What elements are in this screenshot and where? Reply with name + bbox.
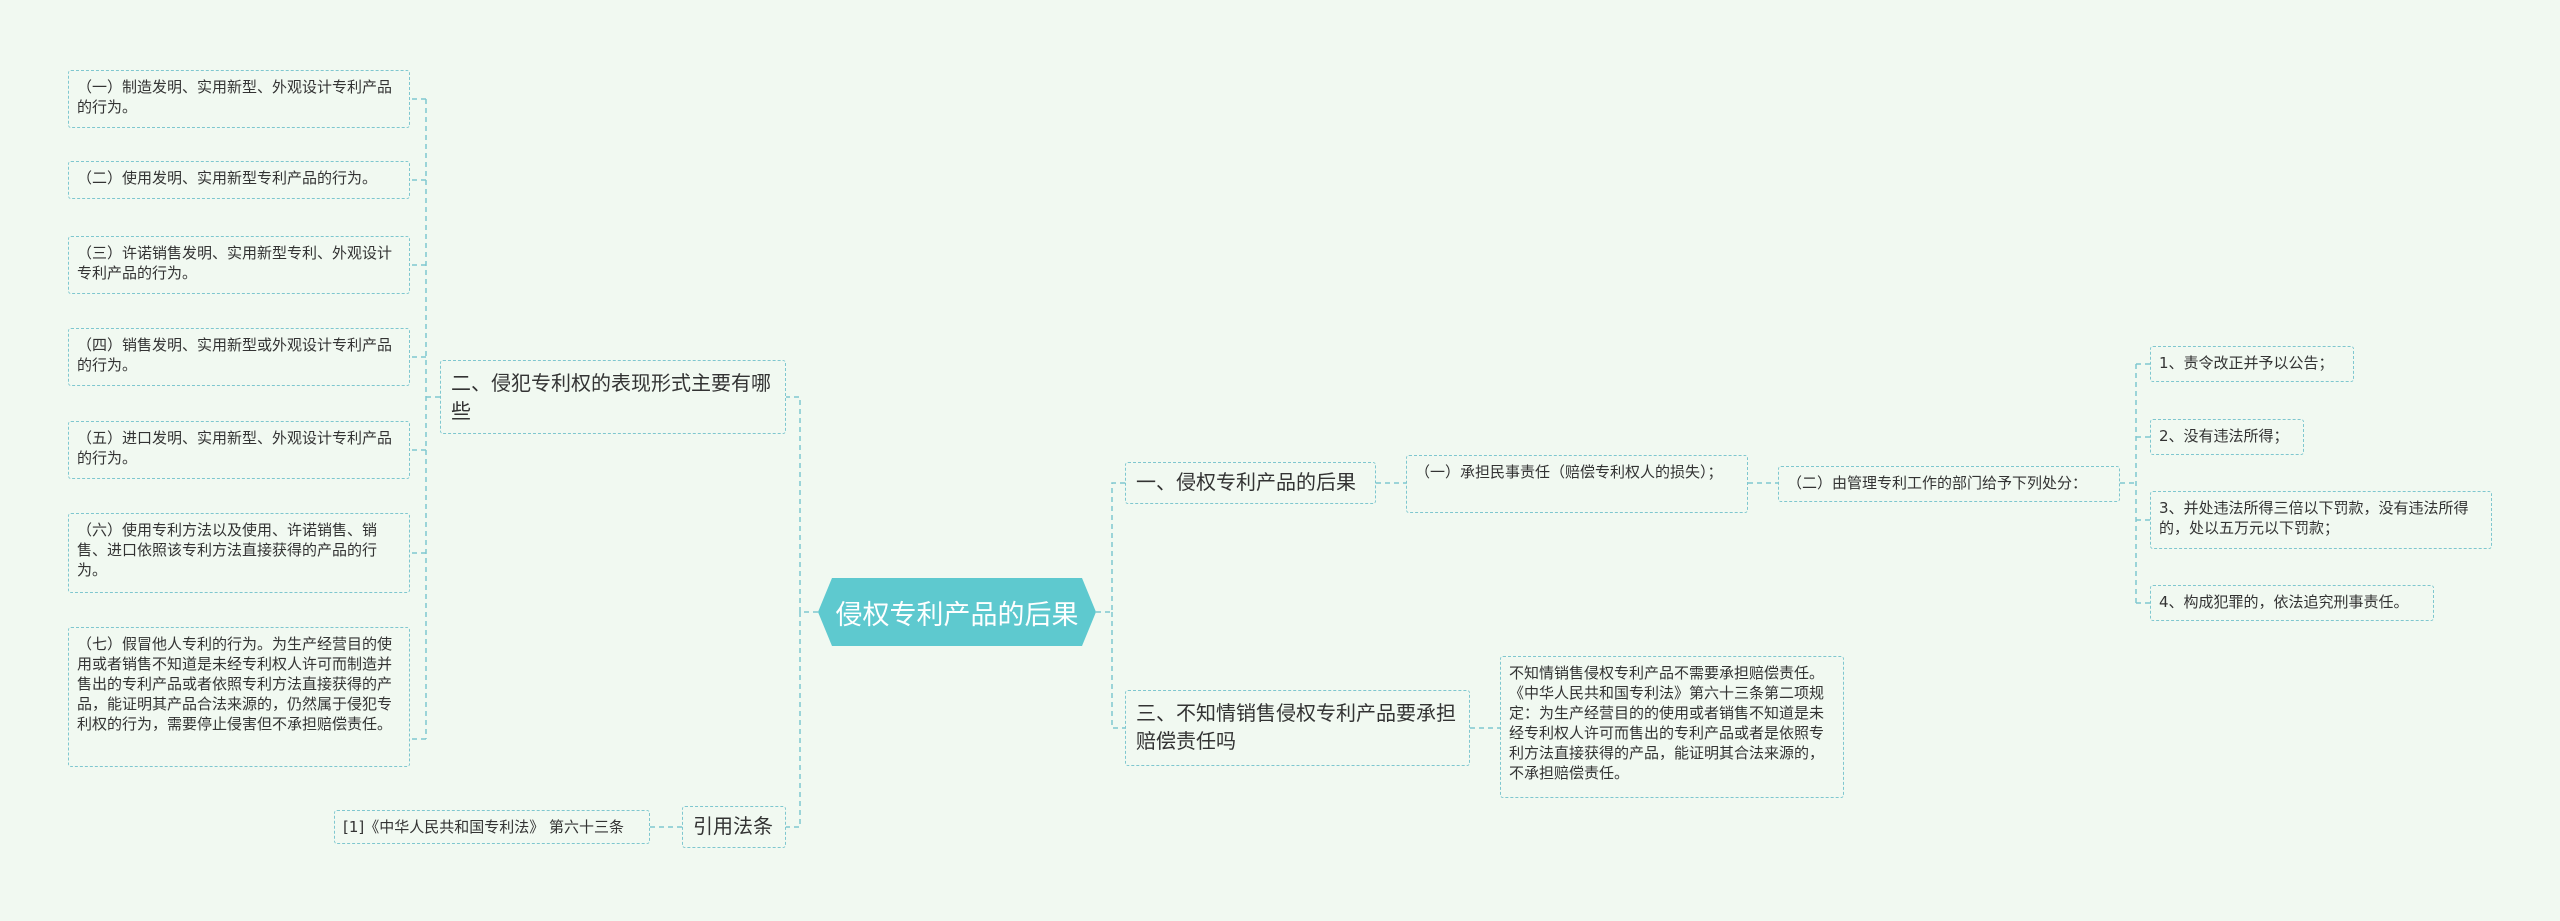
infringement-form-item-1-label: （一）制造发明、实用新型、外观设计专利产品的行为。 (77, 78, 393, 116)
central-topic[interactable]: 侵权专利产品的后果 (818, 578, 1096, 646)
unknowing-sale-detail-label: 不知情销售侵权专利产品不需要承担赔偿责任。《中华人民共和国专利法》第六十三条第二… (1509, 664, 1825, 782)
infringement-form-item-2-label: （二）使用发明、实用新型专利产品的行为。 (77, 169, 378, 187)
branch-infringement-forms[interactable]: 二、侵犯专利权的表现形式主要有哪些 (440, 360, 786, 434)
infringement-form-item-4-label: （四）销售发明、实用新型或外观设计专利产品的行为。 (77, 336, 393, 374)
penalty-item-3-label: 3、并处违法所得三倍以下罚款，没有违法所得的，处以五万元以下罚款； (2159, 499, 2469, 537)
branch-citation-label: 引用法条 (693, 814, 773, 838)
penalty-item-2[interactable]: 2、没有违法所得； (2150, 419, 2304, 455)
infringement-form-item-3-label: （三）许诺销售发明、实用新型专利、外观设计专利产品的行为。 (77, 244, 393, 282)
infringement-form-item-1[interactable]: （一）制造发明、实用新型、外观设计专利产品的行为。 (68, 70, 410, 128)
branch-infringement-forms-label: 二、侵犯专利权的表现形式主要有哪些 (451, 371, 771, 423)
citation-item-label: [1]《中华人民共和国专利法》 第六十三条 (343, 818, 625, 836)
penalty-item-3[interactable]: 3、并处违法所得三倍以下罚款，没有违法所得的，处以五万元以下罚款； (2150, 491, 2492, 549)
penalty-item-4[interactable]: 4、构成犯罪的，依法追究刑事责任。 (2150, 585, 2434, 621)
penalty-item-2-label: 2、没有违法所得； (2159, 427, 2289, 445)
infringement-form-item-3[interactable]: （三）许诺销售发明、实用新型专利、外观设计专利产品的行为。 (68, 236, 410, 294)
branch-unknowing-sale[interactable]: 三、不知情销售侵权专利产品要承担赔偿责任吗 (1125, 690, 1470, 766)
branch-consequences-label: 一、侵权专利产品的后果 (1136, 470, 1356, 494)
administrative-penalty-label: （二）由管理专利工作的部门给予下列处分： (1787, 474, 2088, 492)
infringement-form-item-6-label: （六）使用专利方法以及使用、许诺销售、销售、进口依照该专利方法直接获得的产品的行… (77, 521, 378, 579)
central-topic-label: 侵权专利产品的后果 (835, 599, 1079, 631)
civil-liability-node[interactable]: （一）承担民事责任（赔偿专利权人的损失）； (1406, 455, 1748, 513)
branch-consequences[interactable]: 一、侵权专利产品的后果 (1125, 462, 1376, 504)
penalty-item-1[interactable]: 1、责令改正并予以公告； (2150, 346, 2354, 382)
penalty-item-4-label: 4、构成犯罪的，依法追究刑事责任。 (2159, 593, 2409, 611)
infringement-form-item-4[interactable]: （四）销售发明、实用新型或外观设计专利产品的行为。 (68, 328, 410, 386)
infringement-form-item-5-label: （五）进口发明、实用新型、外观设计专利产品的行为。 (77, 429, 393, 467)
infringement-form-item-2[interactable]: （二）使用发明、实用新型专利产品的行为。 (68, 161, 410, 199)
penalty-item-1-label: 1、责令改正并予以公告； (2159, 354, 2334, 372)
infringement-form-item-7-label: （七）假冒他人专利的行为。为生产经营目的使用或者销售不知道是未经专利权人许可而制… (77, 635, 393, 733)
infringement-form-item-6[interactable]: （六）使用专利方法以及使用、许诺销售、销售、进口依照该专利方法直接获得的产品的行… (68, 513, 410, 593)
branch-citation[interactable]: 引用法条 (682, 806, 786, 848)
administrative-penalty-node[interactable]: （二）由管理专利工作的部门给予下列处分： (1778, 466, 2120, 502)
citation-item[interactable]: [1]《中华人民共和国专利法》 第六十三条 (334, 810, 650, 844)
unknowing-sale-detail[interactable]: 不知情销售侵权专利产品不需要承担赔偿责任。《中华人民共和国专利法》第六十三条第二… (1500, 656, 1844, 798)
infringement-form-item-5[interactable]: （五）进口发明、实用新型、外观设计专利产品的行为。 (68, 421, 410, 479)
civil-liability-label: （一）承担民事责任（赔偿专利权人的损失）； (1415, 463, 1723, 481)
infringement-form-item-7[interactable]: （七）假冒他人专利的行为。为生产经营目的使用或者销售不知道是未经专利权人许可而制… (68, 627, 410, 767)
branch-unknowing-sale-label: 三、不知情销售侵权专利产品要承担赔偿责任吗 (1136, 701, 1456, 753)
